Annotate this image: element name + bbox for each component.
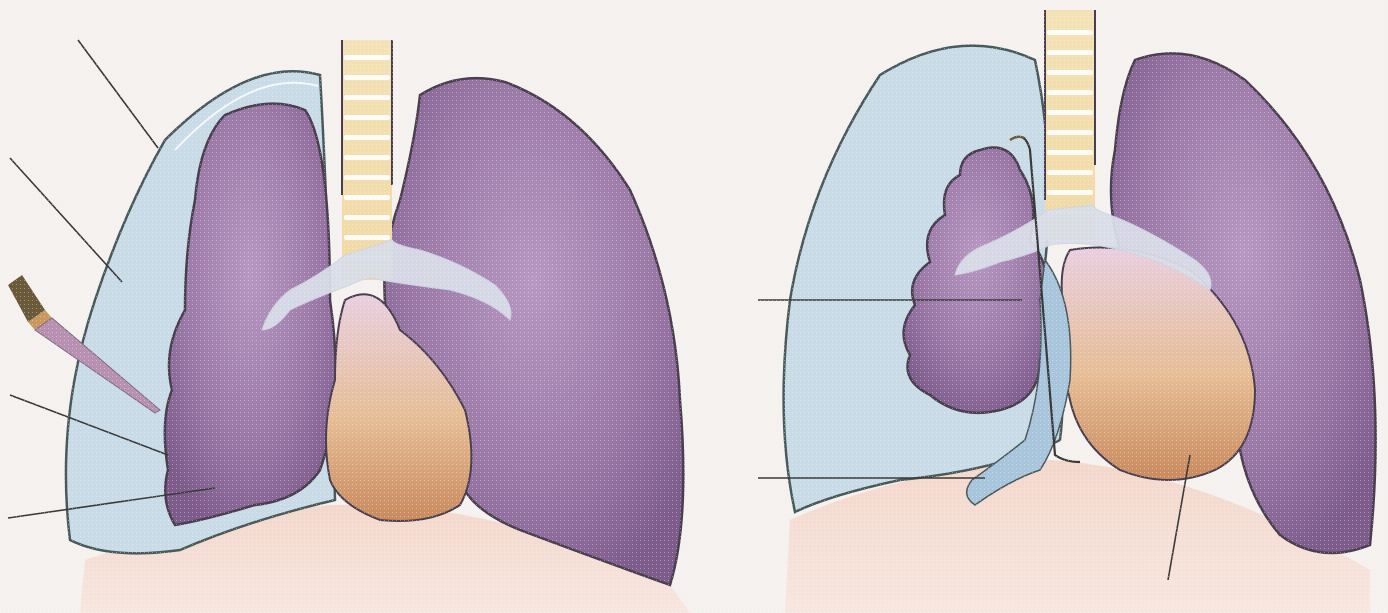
figure <box>0 0 1388 613</box>
anatomy-diagram <box>0 0 1388 613</box>
print-texture <box>0 0 1388 613</box>
